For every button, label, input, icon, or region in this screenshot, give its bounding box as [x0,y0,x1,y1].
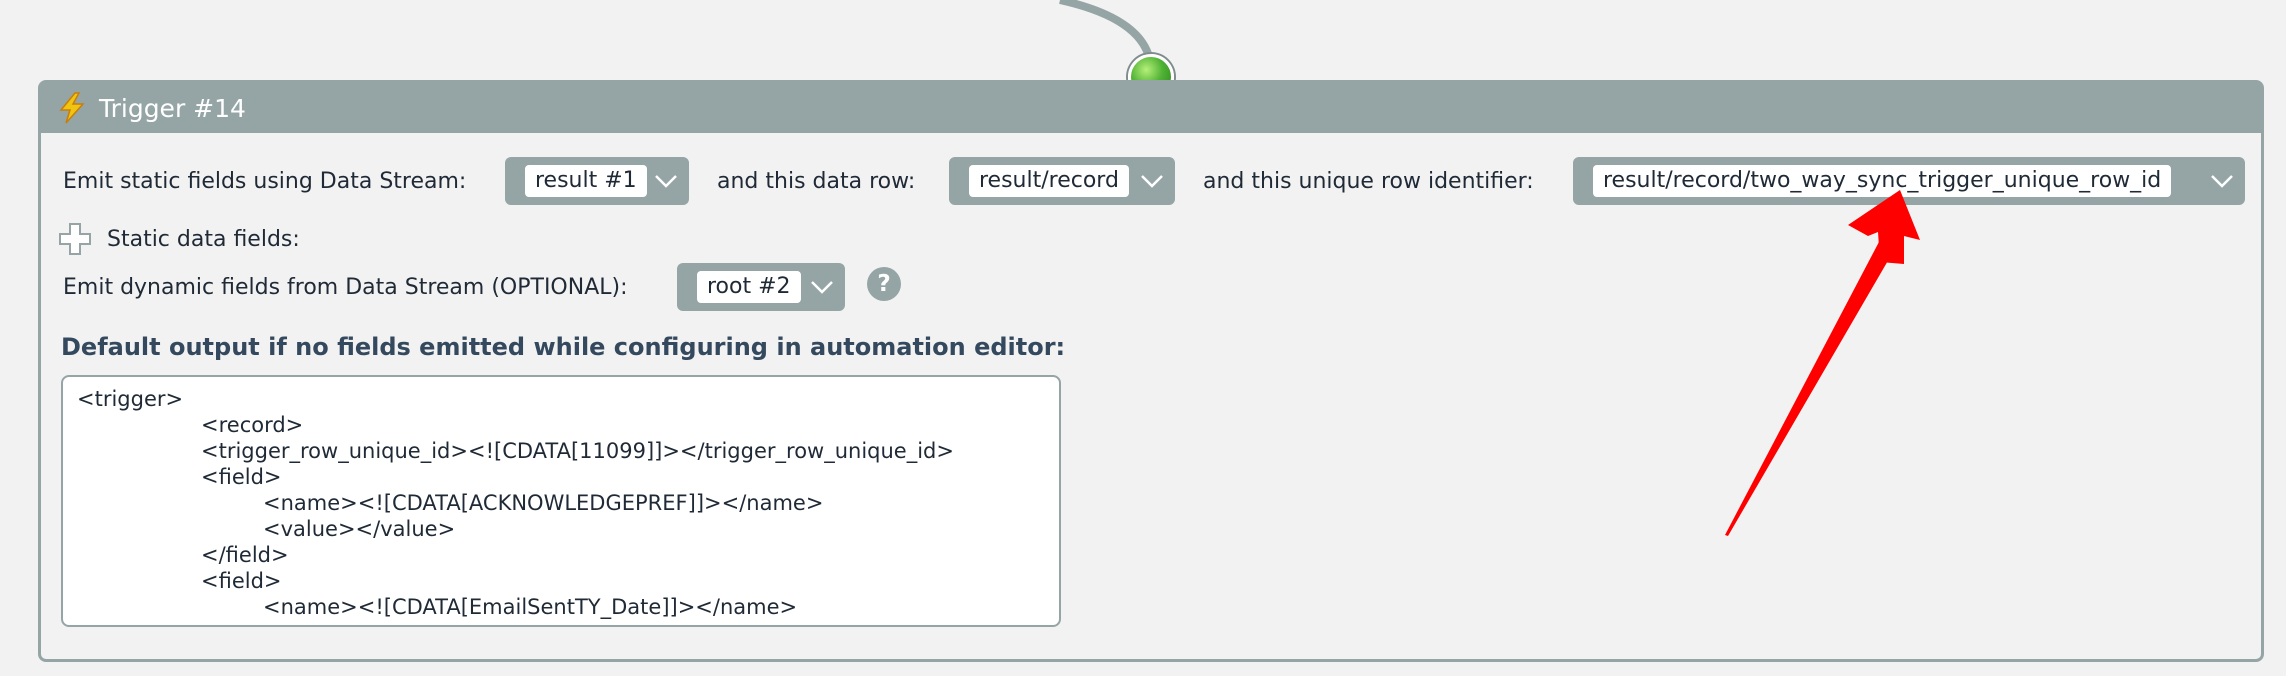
code-line: </field> [201,543,289,567]
code-line: <record> [201,413,304,437]
static-fields-row: Emit static fields using Data Stream: [63,157,466,205]
chevron-down-icon [811,281,833,294]
data-row-select[interactable]: result/record [949,157,1175,205]
stream-label: Emit static fields using Data Stream: [63,168,467,194]
default-output-heading: Default output if no fields emitted whil… [61,333,1066,361]
static-data-fields-label: Static data fields: [107,226,300,252]
plus-outline-icon[interactable] [59,223,91,255]
trigger-panel: Trigger #14 Emit static fields using Dat… [38,80,2264,662]
identifier-label: and this unique row identifier: [1203,168,1534,194]
data-row-select-value: result/record [969,165,1129,197]
stream-select-value: result #1 [525,165,647,197]
chevron-down-icon [2211,175,2233,188]
code-line: <field> [201,465,282,489]
trigger-title: Trigger #14 [99,93,246,123]
code-line: <name><![CDATA[ACKNOWLEDGEPREF]]></name> [263,491,824,515]
identifier-select[interactable]: result/record/two_way_sync_trigger_uniqu… [1573,157,2245,205]
help-icon[interactable]: ? [867,267,901,301]
code-line: <field> [201,569,282,593]
code-line: <name><![CDATA[EmailSentTY_Date]]></name… [263,595,798,619]
static-data-fields-row: Static data fields: [107,223,300,255]
stream-select[interactable]: result #1 [505,157,689,205]
chevron-down-icon [655,175,677,188]
data-row-label: and this data row: [717,168,916,194]
code-line: <value></value> [263,517,456,541]
code-line: <trigger> [77,387,184,411]
trigger-panel-header[interactable]: Trigger #14 [41,83,2261,133]
dynamic-stream-select-value: root #2 [697,271,801,303]
dynamic-fields-label: Emit dynamic fields from Data Stream (OP… [63,274,628,300]
default-output-textarea[interactable]: <trigger> <record> <trigger_row_unique_i… [61,375,1061,627]
lightning-bolt-icon [59,92,85,124]
code-line: <trigger_row_unique_id><![CDATA[11099]]>… [201,439,954,463]
dynamic-fields-row: Emit dynamic fields from Data Stream (OP… [63,263,628,311]
identifier-label-wrap: and this unique row identifier: [1203,157,1534,205]
dynamic-stream-select[interactable]: root #2 [677,263,845,311]
identifier-select-value: result/record/two_way_sync_trigger_uniqu… [1593,165,2172,197]
data-row-label-wrap: and this data row: [717,157,915,205]
chevron-down-icon [1141,175,1163,188]
